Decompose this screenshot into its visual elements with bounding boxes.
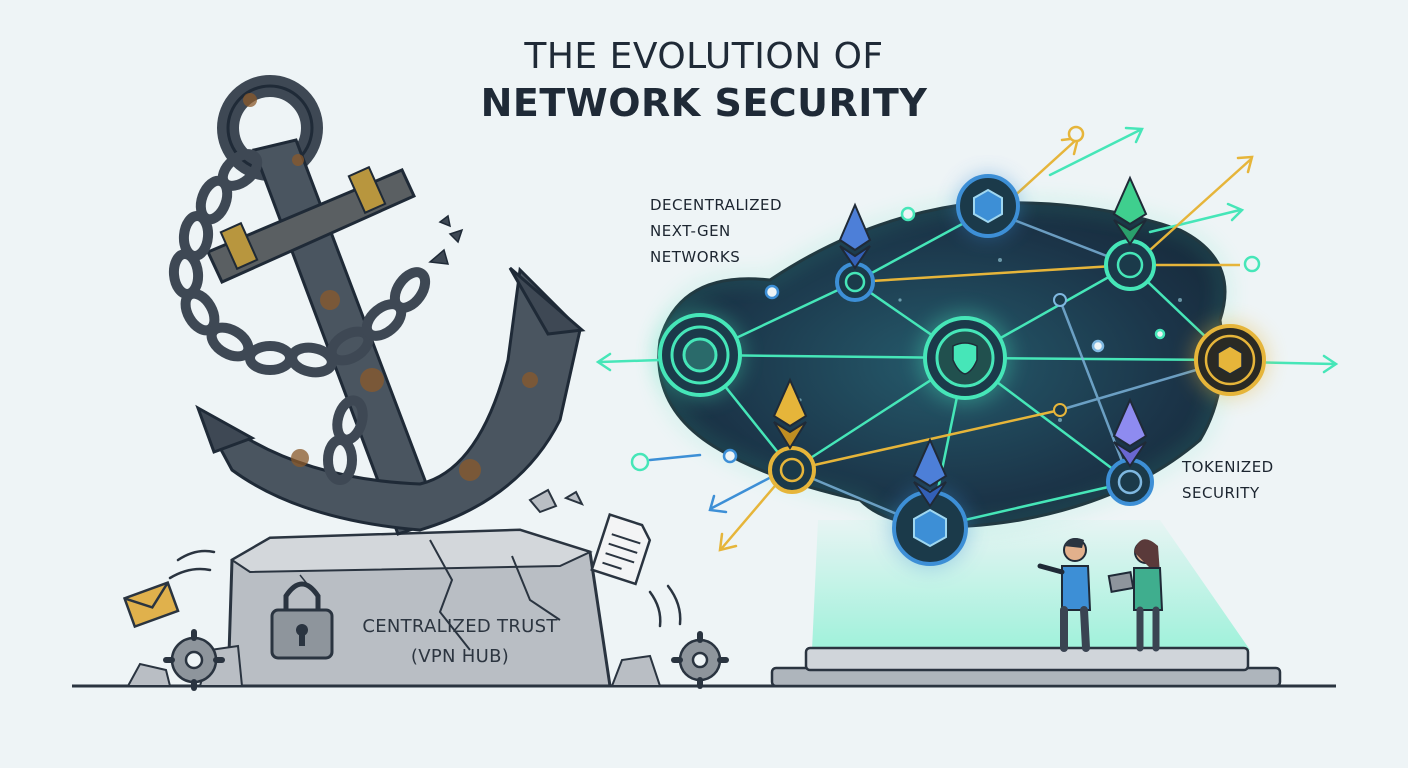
page-title: THE EVOLUTION OF NETWORK SECURITY — [404, 34, 1004, 126]
padlock-icon — [270, 581, 334, 660]
gold-hexagon-node — [1192, 322, 1268, 398]
decentralized-label-line-2: NEXT-GEN — [650, 222, 731, 240]
tokenized-label: TOKENIZED SECURITY — [1182, 454, 1274, 506]
tokenized-label-line-2: SECURITY — [1182, 484, 1260, 502]
decentralized-label-line-1: DECENTRALIZED — [650, 196, 783, 214]
platform — [770, 646, 1282, 688]
tokenized-label-line-1: TOKENIZED — [1182, 458, 1274, 476]
chain-icon — [168, 149, 431, 485]
light-beam — [812, 520, 1250, 650]
people-icon — [1037, 538, 1164, 652]
centralized-label-line-1: CENTRALIZED TRUST — [362, 616, 558, 637]
motion-marks — [168, 549, 682, 628]
title-line-2: NETWORK SECURITY — [480, 81, 928, 125]
ethereum-token-icon — [772, 175, 1148, 508]
broken-chain-fragments — [428, 214, 464, 265]
title-line-1: THE EVOLUTION OF — [524, 36, 884, 77]
floating-dots — [630, 125, 1261, 472]
stars — [798, 258, 1182, 422]
centralized-label-line-2: (VPN HUB) — [410, 646, 510, 667]
document-icon — [590, 512, 652, 586]
shield-node-icon — [919, 312, 1011, 404]
blue-hexagon-node — [890, 488, 970, 568]
centralized-label: CENTRALIZED TRUST (VPN HUB) — [340, 612, 580, 672]
decentralized-label: DECENTRALIZED NEXT-GEN NETWORKS — [650, 192, 782, 270]
hexagon-node-icon — [956, 174, 1020, 238]
gear-teeth — [163, 629, 729, 691]
envelope-icon — [122, 581, 180, 629]
decentralized-label-line-3: NETWORKS — [650, 248, 741, 266]
outward-arrows — [595, 126, 1339, 552]
hub-node-left — [656, 311, 744, 399]
laptop-icon — [1107, 571, 1135, 593]
